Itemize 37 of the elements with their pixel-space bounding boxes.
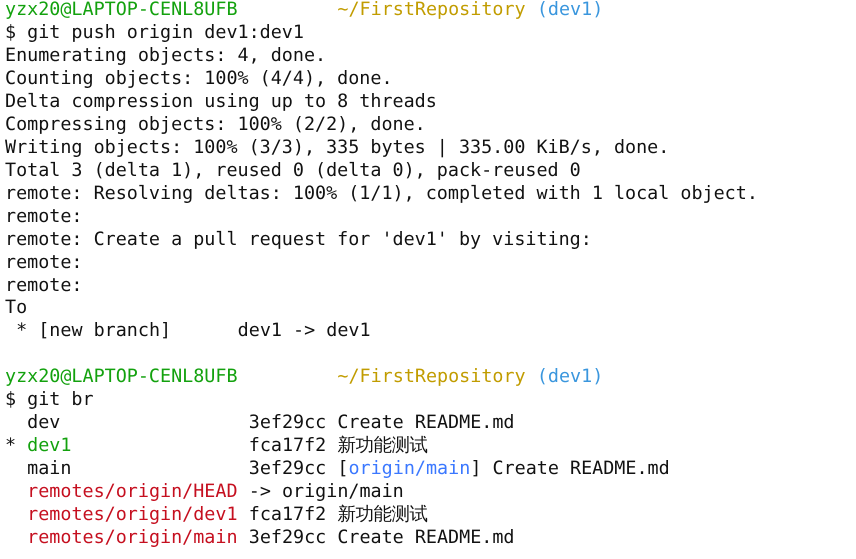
output-line: Delta compression using up to 8 threads: [5, 90, 437, 113]
output-line: Counting objects: 100% (4/4), done.: [5, 68, 393, 90]
prompt-branch: (dev1): [536, 0, 604, 21]
command-line: $ git push origin dev1:dev1: [5, 22, 304, 44]
output-line: remote:: [5, 206, 83, 228]
commit-info: -> origin/main: [248, 481, 404, 504]
prompt-user: yzx20@LAPTOP-CENL8UFB: [5, 366, 238, 388]
commit-info: 3ef29cc Create README.md: [248, 527, 514, 550]
prompt-user: yzx20@LAPTOP-CENL8UFB: [5, 0, 238, 21]
output-line: Enumerating objects: 4, done.: [5, 44, 326, 67]
remote-branch-name: remotes/origin/HEAD: [27, 481, 238, 504]
output-line: Compressing objects: 100% (2/2), done.: [5, 114, 426, 136]
commit-info: ] Create README.md: [470, 458, 670, 480]
output-line: Writing objects: 100% (3/3), 335 bytes | 335.00 KiB/s, done.: [5, 136, 670, 159]
output-line: remote:: [5, 252, 83, 274]
commit-info: fca17f2 新功能测试: [248, 435, 428, 458]
commit-info: fca17f2 新功能测试: [248, 504, 428, 526]
current-marker: *: [5, 435, 16, 458]
command-line: $ git br: [5, 389, 94, 412]
branch-name: main: [27, 458, 72, 480]
prompt-path: ~/FirstRepository: [337, 0, 526, 21]
output-line: Total 3 (delta 1), reused 0 (delta 0), pack-reused 0: [5, 160, 581, 182]
branch-name: dev1: [27, 435, 72, 458]
output-line: remote:: [5, 274, 83, 297]
output-line: * [new branch]: [16, 320, 172, 342]
remote-branch-name: remotes/origin/main: [27, 527, 238, 550]
output-line: To: [5, 297, 28, 320]
commit-info: 3ef29cc [: [248, 458, 348, 480]
output-line: dev1 -> dev1: [238, 320, 371, 342]
upstream-branch: origin/main: [348, 458, 470, 480]
output-line: remote: Resolving deltas: 100% (1/1), completed with 1 local object.: [5, 182, 758, 205]
commit-info: 3ef29cc Create README.md: [248, 412, 514, 434]
prompt-path: ~/FirstRepository: [337, 366, 526, 388]
branch-name: dev: [27, 412, 60, 434]
remote-branch-name: remotes/origin/dev1: [27, 504, 238, 526]
output-line: remote: Create a pull request for 'dev1' by visiting:: [5, 228, 592, 251]
prompt-branch: (dev1): [536, 366, 604, 388]
